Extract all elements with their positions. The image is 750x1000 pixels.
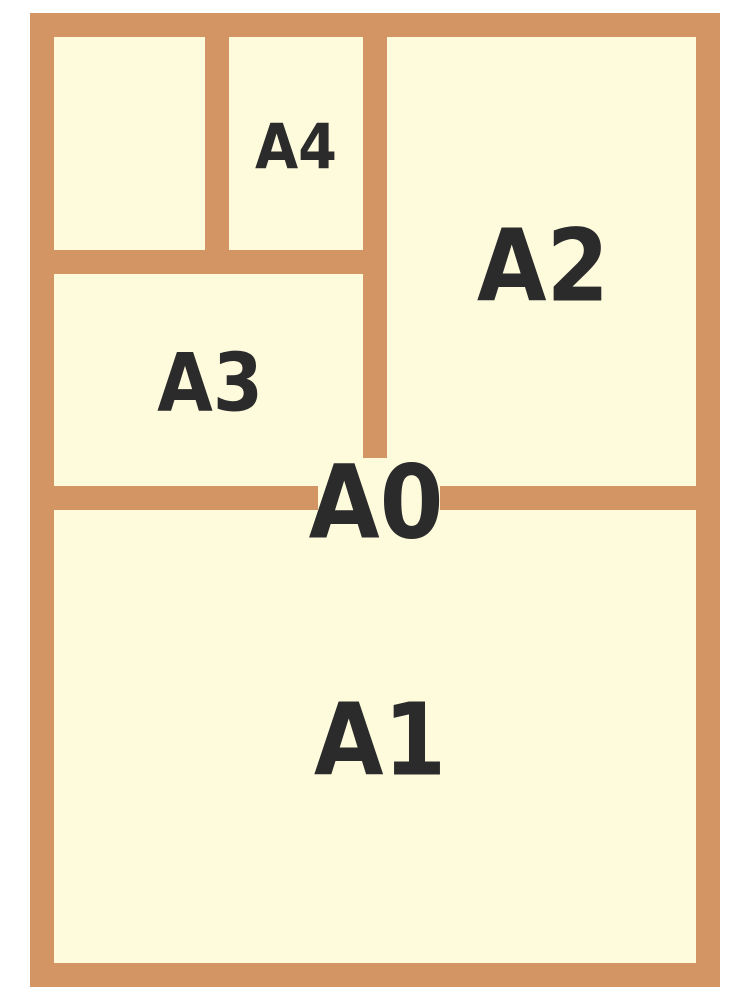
- label-a4: A4: [255, 111, 337, 184]
- label-a2: A2: [477, 208, 609, 325]
- a0-label-background: [318, 458, 440, 550]
- label-a1: A1: [314, 682, 446, 799]
- label-a0: A0: [309, 444, 444, 563]
- label-a3: A3: [157, 337, 263, 430]
